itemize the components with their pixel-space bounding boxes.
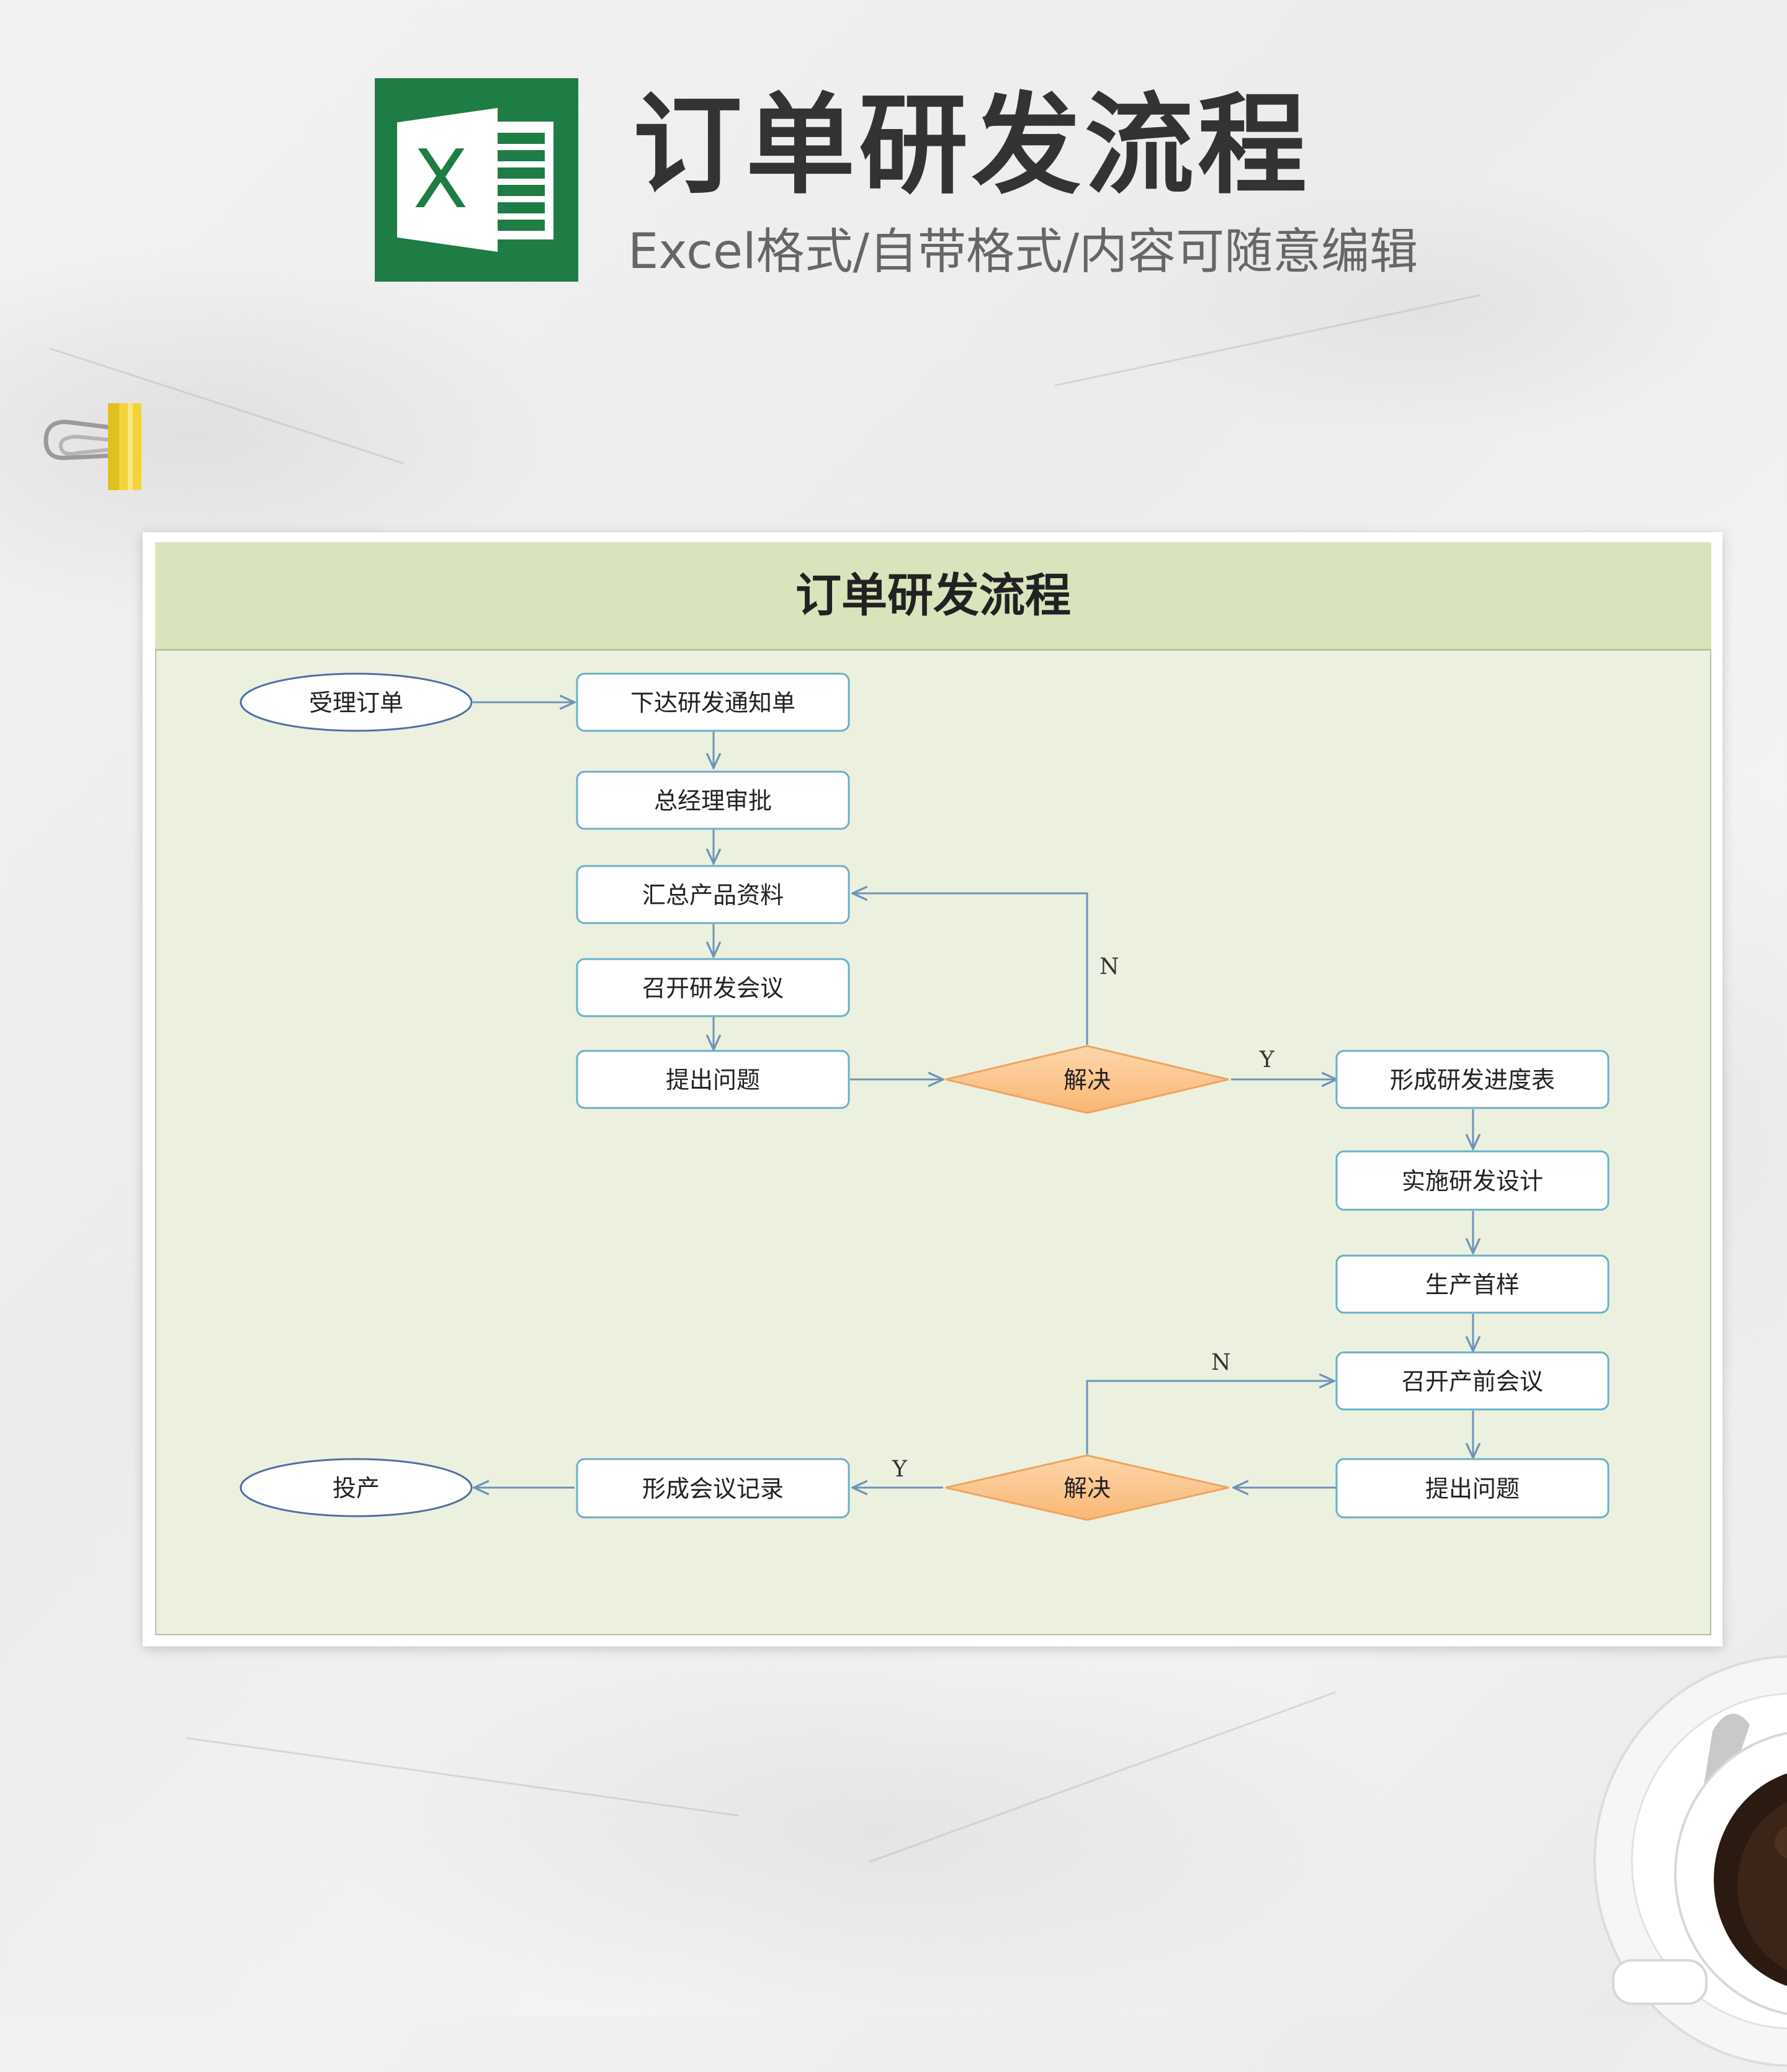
node-raise-issue-2-label: 提出问题	[1425, 1475, 1520, 1503]
node-schedule-label: 形成研发进度表	[1390, 1066, 1555, 1094]
node-first-sample: 生产首样	[1335, 1254, 1610, 1314]
flowchart-sheet: 订单研发流程	[155, 542, 1711, 1638]
flowchart: 受理订单 下达研发通知单 总经理审批 汇总产品资料 召开研发会议 提出问题 解决	[240, 672, 1610, 1521]
binder-clip-icon	[43, 403, 141, 490]
edge-label-d2-yes: Y	[892, 1457, 908, 1482]
node-end: 投产	[240, 1458, 473, 1517]
edge-label-d1-yes: Y	[1259, 1047, 1275, 1073]
node-raise-issue-1-label: 提出问题	[666, 1066, 760, 1094]
node-decision-2-label: 解决	[1064, 1475, 1111, 1502]
edge-decision-2-no	[1086, 1381, 1334, 1454]
node-collect-data-label: 汇总产品资料	[642, 882, 784, 909]
coffee-cup-icon	[1593, 1655, 1787, 2067]
node-first-sample-label: 生产首样	[1425, 1271, 1520, 1298]
node-end-label: 投产	[333, 1475, 380, 1502]
node-preprod-meeting-label: 召开产前会议	[1402, 1368, 1543, 1395]
node-minutes-label: 形成会议记录	[642, 1475, 784, 1503]
node-raise-issue-2: 提出问题	[1335, 1458, 1610, 1519]
excel-logo-letter: X	[413, 132, 468, 226]
node-gm-approval-label: 总经理审批	[654, 787, 772, 815]
node-decision-1: 解决	[945, 1045, 1229, 1114]
node-gm-approval: 总经理审批	[576, 770, 850, 830]
marble-vein	[869, 1691, 1336, 1863]
node-implement: 实施研发设计	[1335, 1150, 1610, 1211]
page-title: 订单研发流程	[633, 82, 1311, 209]
node-schedule: 形成研发进度表	[1335, 1050, 1610, 1109]
sheet-title: 订单研发流程	[795, 569, 1071, 622]
node-decision-1-label: 解决	[1064, 1066, 1111, 1094]
node-rd-meeting: 召开研发会议	[576, 958, 850, 1017]
node-minutes: 形成会议记录	[576, 1458, 850, 1519]
node-preprod-meeting: 召开产前会议	[1335, 1351, 1610, 1411]
marble-vein	[186, 1737, 740, 1817]
sheet-header: 订单研发流程	[155, 542, 1711, 651]
node-implement-label: 实施研发设计	[1402, 1168, 1543, 1195]
node-decision-2: 解决	[945, 1454, 1229, 1521]
node-issue-notice: 下达研发通知单	[576, 672, 850, 732]
edge-decision-1-no	[853, 893, 1088, 1045]
page-subtitle: Excel格式/自带格式/内容可随意编辑	[628, 224, 1418, 280]
node-rd-meeting-label: 召开研发会议	[642, 975, 784, 1002]
marble-vein	[1055, 294, 1480, 386]
node-issue-notice-label: 下达研发通知单	[630, 689, 795, 717]
node-raise-issue-1: 提出问题	[576, 1050, 850, 1109]
edge-label-d2-no: N	[1211, 1350, 1231, 1375]
node-collect-data: 汇总产品资料	[576, 865, 850, 924]
excel-logo-icon: X	[375, 78, 578, 282]
node-start-label: 受理订单	[309, 689, 403, 717]
node-start: 受理订单	[240, 672, 473, 732]
edge-label-d1-no: N	[1100, 954, 1119, 980]
